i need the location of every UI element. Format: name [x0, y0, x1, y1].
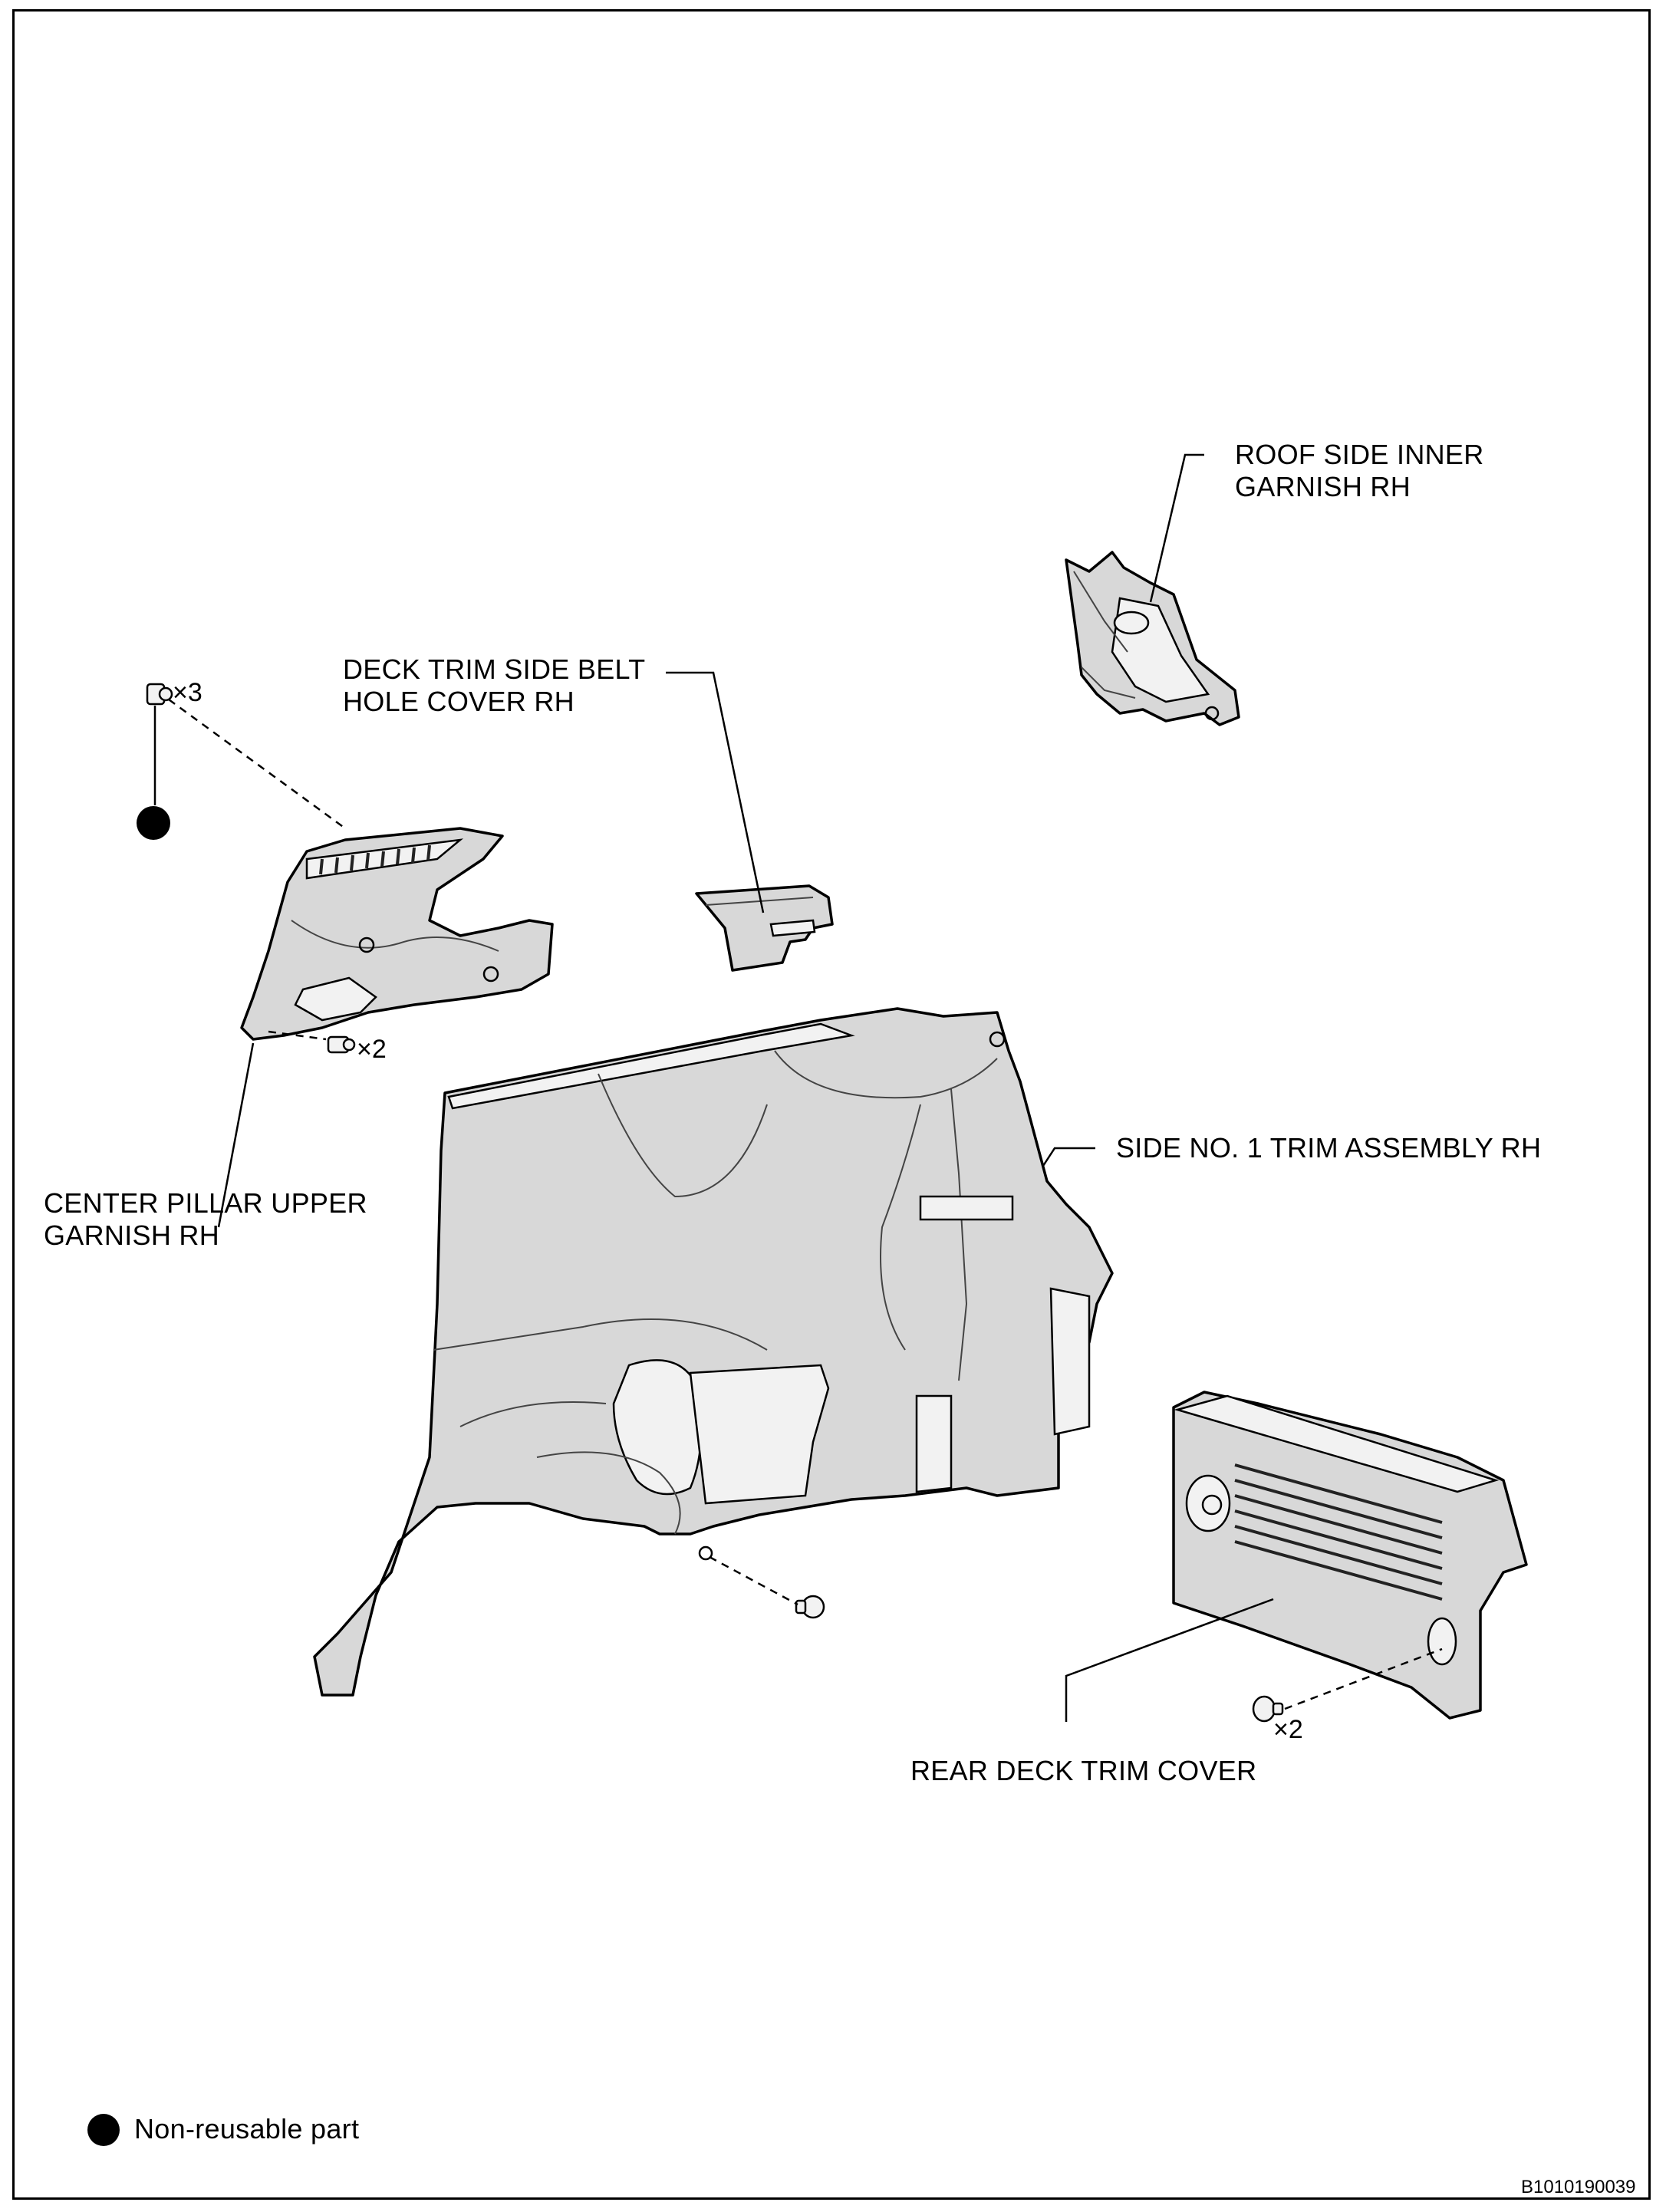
- legend-text: Non-reusable part: [134, 2113, 360, 2145]
- non-reusable-mark: [137, 806, 170, 840]
- label-roof-side-inner-garnish-line2: GARNISH RH: [1235, 471, 1411, 502]
- label-belt-hole-cover-line1: DECK TRIM SIDE BELT: [343, 653, 646, 685]
- rear-clip: [1252, 1695, 1284, 1723]
- figure-id: B1010190039: [1521, 2177, 1636, 2197]
- label-center-pillar-line1: CENTER PILLAR UPPER: [44, 1187, 367, 1219]
- upper-clip-dashed-line: [168, 698, 346, 830]
- upper-clip: [146, 683, 173, 706]
- qty-lower-clip: ×2: [357, 1035, 387, 1064]
- lower-clip-dashed-line: [268, 1030, 327, 1041]
- side-trim-assembly-part: [313, 1007, 1114, 1697]
- legend-filled-circle-icon: [87, 2114, 120, 2146]
- label-side-trim-assembly: SIDE NO. 1 TRIM ASSEMBLY RH: [1116, 1132, 1542, 1164]
- qty-upper-clip: ×3: [173, 678, 202, 707]
- diagram-frame: [12, 9, 1651, 2200]
- label-rear-deck-trim-cover: REAR DECK TRIM COVER: [910, 1755, 1257, 1786]
- qty-rear-clip: ×2: [1273, 1715, 1303, 1744]
- label-roof-side-inner-garnish-line1: ROOF SIDE INNER: [1235, 439, 1484, 470]
- label-center-pillar-line2: GARNISH RH: [44, 1220, 220, 1251]
- label-belt-hole-cover-line2: HOLE COVER RH: [343, 686, 575, 717]
- rear-clip-dashed-line: [1284, 1647, 1443, 1710]
- lower-clip: [327, 1035, 356, 1054]
- center-clip-dashed-line: [709, 1555, 798, 1606]
- center-pillar-leader: [217, 1042, 255, 1228]
- center-pillar-garnish-part: [240, 827, 554, 1041]
- belt-hole-cover-part: [695, 884, 834, 972]
- belt-hole-cover-leader: [666, 671, 765, 913]
- rear-deck-leader: [1065, 1598, 1274, 1722]
- roof-side-inner-garnish-part: [1065, 551, 1240, 726]
- center-clip: [795, 1595, 825, 1619]
- rear-deck-trim-cover-part: [1172, 1391, 1528, 1720]
- roof-garnish-leader: [1149, 453, 1204, 603]
- side-trim-leader: [1042, 1147, 1095, 1167]
